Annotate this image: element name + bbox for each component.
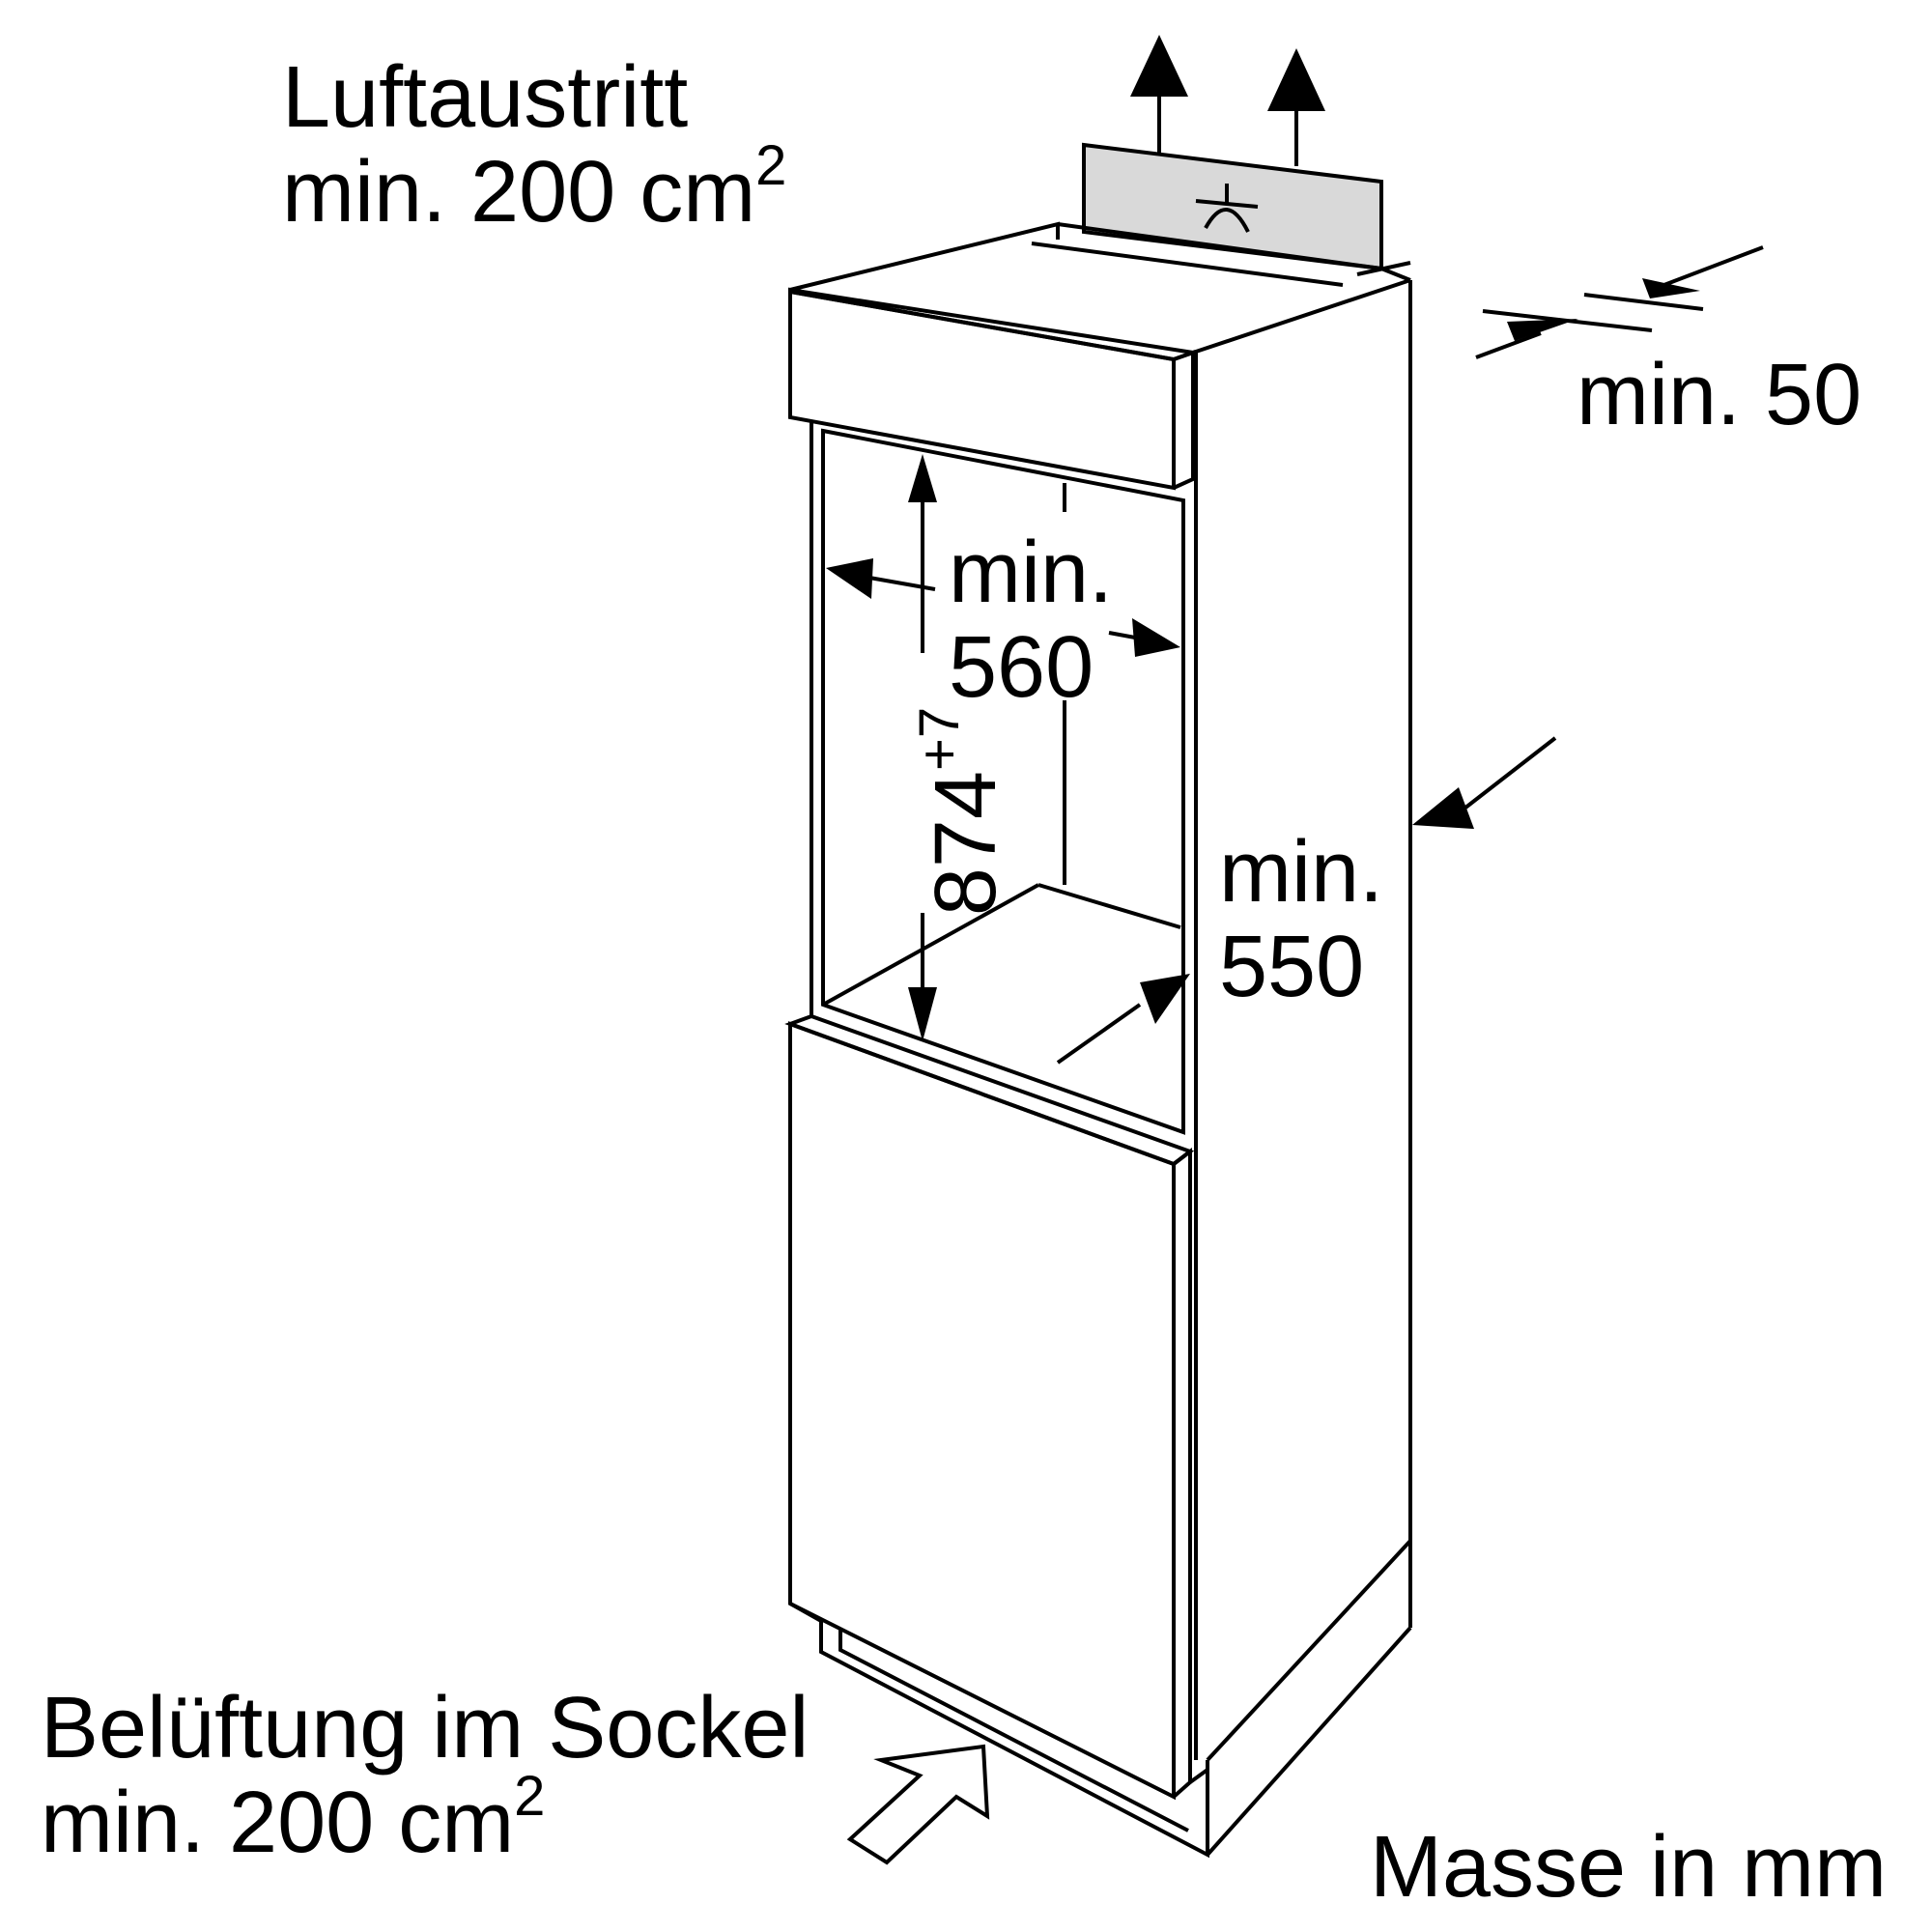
air-outlet-title: Luftaustritt: [282, 49, 689, 146]
lower-door: [784, 1013, 1195, 1801]
niche-height-label: 874+7: [908, 696, 1014, 927]
cabinet-side: [1194, 280, 1412, 1857]
air-outlet-area: min. 200 cm2: [282, 138, 786, 241]
top-clearance-dimension: [1475, 245, 1764, 359]
base-ventilation-area: min. 200 cm2: [41, 1769, 809, 1871]
units-note: Masse in mm: [1370, 1819, 1888, 1916]
air-outlet-area-exponent: 2: [755, 134, 787, 197]
niche-width-value: 560: [949, 619, 1094, 716]
width-dimension: [826, 483, 1180, 885]
cabinet-depth-prefix: min.: [1219, 824, 1384, 921]
cabinet-depth-label: min. 550: [1219, 825, 1383, 1014]
cabinet-depth-value: 550: [1219, 919, 1365, 1015]
niche-height-tolerance: +7: [908, 706, 971, 771]
niche-frame: [810, 421, 1185, 1135]
base-ventilation-arrow: [846, 1744, 990, 1865]
height-dimension: [908, 454, 937, 1041]
air-outlet-area-value: min. 200 cm: [282, 144, 756, 241]
niche-width-prefix: min.: [949, 525, 1114, 621]
depth-dimension: [1056, 736, 1557, 1065]
base-ventilation-area-exponent: 2: [514, 1765, 546, 1828]
base-ventilation-title: Belüftung im Sockel: [41, 1680, 810, 1776]
air-outlet-arrows: [1130, 35, 1325, 166]
ventilation-fan-icon: [1195, 184, 1259, 233]
upper-panel: [788, 287, 1195, 491]
base-ventilation-label: Belüftung im Sockel min. 200 cm2: [41, 1681, 809, 1870]
cabinet-top: [789, 221, 1411, 355]
air-outlet-label: Luftaustritt min. 200 cm2: [282, 50, 786, 240]
plinth: [789, 1602, 1209, 1859]
niche-height-value: 874: [918, 770, 1014, 917]
base-ventilation-area-value: min. 200 cm: [41, 1775, 515, 1871]
top-clearance-label: min. 50: [1577, 347, 1862, 443]
niche-width-label: min. 560: [949, 526, 1113, 715]
